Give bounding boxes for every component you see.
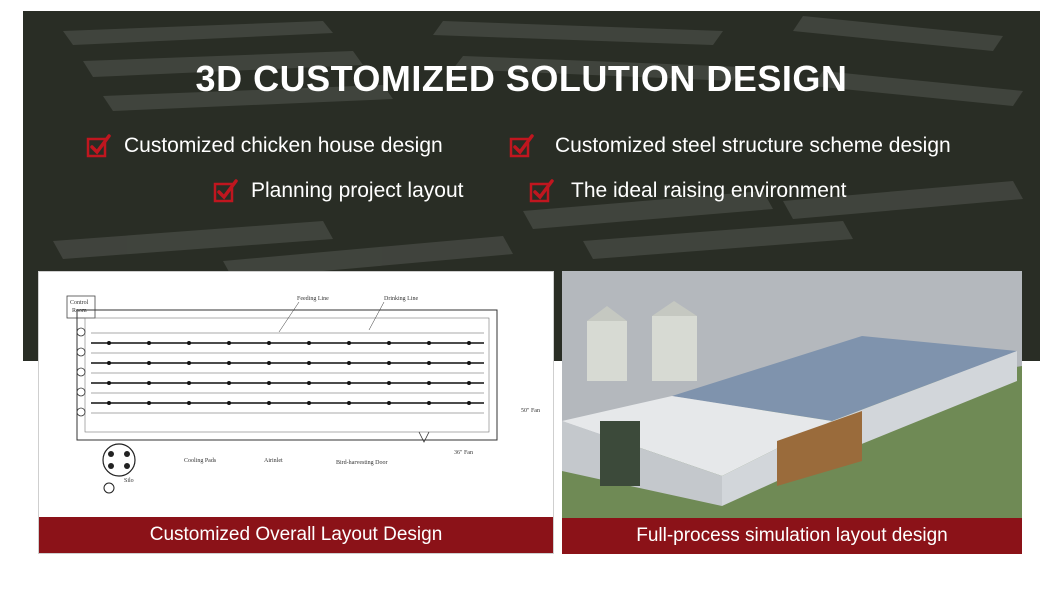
cooling-pads-label: Cooling Pads (184, 458, 217, 464)
harvest-door-label: Bird-harvesting Door (336, 460, 388, 466)
feature-item: Customized steel structure scheme design (509, 133, 951, 159)
feature-item: Planning project layout (213, 178, 463, 204)
feeding-line-label: Feeding Line (297, 296, 329, 302)
checkbox-checked-icon (509, 134, 534, 158)
layout-design-caption: Customized Overall Layout Design (39, 517, 553, 553)
simulation-render (562, 271, 1022, 518)
drinking-line-label: Drinking Line (384, 296, 418, 302)
silo-label: Silo (124, 478, 134, 484)
layout-diagram: Control Room Feeding (39, 272, 553, 517)
feature-item: Customized chicken house design (86, 133, 443, 159)
feature-label: Customized steel structure scheme design (555, 134, 951, 157)
checkbox-checked-icon (213, 179, 238, 203)
feature-item: The ideal raising environment (529, 178, 846, 204)
feature-label: Planning project layout (251, 179, 464, 202)
checkbox-checked-icon (86, 134, 111, 158)
layout-design-panel: Control Room Feeding (38, 271, 554, 554)
air-inlet-label: Airinlet (264, 458, 283, 464)
simulation-panel: Full-process simulation layout design (562, 271, 1022, 554)
checkbox-checked-icon (529, 179, 554, 203)
fan-50-label: 50" Fan (521, 408, 540, 414)
simulation-caption: Full-process simulation layout design (562, 518, 1022, 554)
feature-label: Customized chicken house design (124, 134, 443, 157)
page-title: 3D CUSTOMIZED SOLUTION DESIGN (195, 58, 848, 99)
fan-36-label: 36" Fan (454, 450, 473, 456)
feature-label: The ideal raising environment (571, 179, 847, 202)
control-room-label: Room (72, 308, 87, 314)
control-room-label: Control (70, 300, 89, 306)
